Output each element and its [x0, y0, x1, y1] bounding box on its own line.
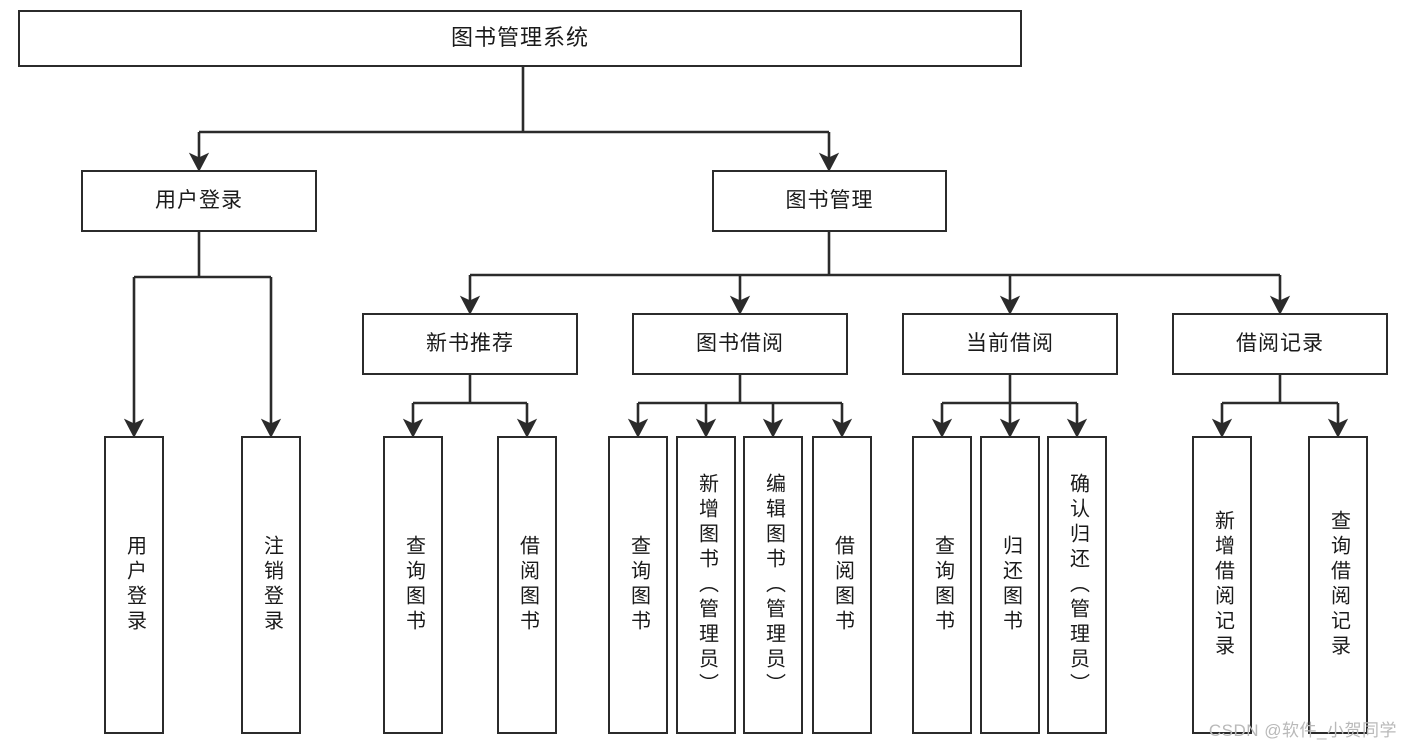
node-label: 图书管理系统 — [450, 25, 589, 51]
node-borrow-record[interactable]: 借阅记录 — [1172, 313, 1388, 375]
node-current-borrow[interactable]: 当前借阅 — [902, 313, 1118, 375]
leaf-borrow-add-book-admin[interactable]: 新增图书（管理员） — [676, 436, 736, 734]
csdn-watermark: CSDN @软件_小贺同学 — [1208, 721, 1397, 740]
node-label: 用户登录 — [123, 535, 146, 635]
leaf-borrow-borrow-book[interactable]: 借阅图书 — [812, 436, 872, 734]
node-label: 新增借阅记录 — [1211, 510, 1234, 660]
node-label: 当前借阅 — [966, 332, 1054, 356]
node-user-login[interactable]: 用户登录 — [81, 170, 317, 232]
node-label: 图书管理 — [785, 189, 874, 213]
node-new-book-recommend[interactable]: 新书推荐 — [362, 313, 578, 375]
node-label: 注销登录 — [260, 535, 283, 635]
node-label: 查询图书 — [627, 535, 650, 635]
node-label: 新书推荐 — [426, 332, 514, 356]
leaf-borrow-query-book[interactable]: 查询图书 — [608, 436, 668, 734]
leaf-current-query-book[interactable]: 查询图书 — [912, 436, 972, 734]
node-label: 借阅图书 — [831, 535, 854, 635]
leaf-current-return-book[interactable]: 归还图书 — [980, 436, 1040, 734]
node-root-system[interactable]: 图书管理系统 — [18, 10, 1022, 67]
node-label: 借阅记录 — [1236, 332, 1324, 356]
leaf-borrow-edit-book-admin[interactable]: 编辑图书（管理员） — [743, 436, 803, 734]
node-label: 新增图书（管理员） — [695, 472, 718, 698]
leaf-newbook-borrow-book[interactable]: 借阅图书 — [497, 436, 557, 734]
node-book-borrow[interactable]: 图书借阅 — [632, 313, 848, 375]
node-book-management[interactable]: 图书管理 — [712, 170, 947, 232]
node-label: 借阅图书 — [516, 535, 539, 635]
node-label: 查询图书 — [931, 535, 954, 635]
node-label: 查询图书 — [402, 535, 425, 635]
leaf-logout[interactable]: 注销登录 — [241, 436, 301, 734]
leaf-record-add-record[interactable]: 新增借阅记录 — [1192, 436, 1252, 734]
node-label: 用户登录 — [155, 189, 243, 213]
leaf-current-confirm-return-admin[interactable]: 确认归还（管理员） — [1047, 436, 1107, 734]
node-label: 归还图书 — [999, 535, 1022, 635]
leaf-record-query-record[interactable]: 查询借阅记录 — [1308, 436, 1368, 734]
node-label: 编辑图书（管理员） — [762, 472, 785, 698]
node-label: 图书借阅 — [696, 332, 784, 356]
leaf-user-login[interactable]: 用户登录 — [104, 436, 164, 734]
node-label: 确认归还（管理员） — [1066, 472, 1089, 698]
node-label: 查询借阅记录 — [1327, 510, 1350, 660]
leaf-newbook-query-book[interactable]: 查询图书 — [383, 436, 443, 734]
